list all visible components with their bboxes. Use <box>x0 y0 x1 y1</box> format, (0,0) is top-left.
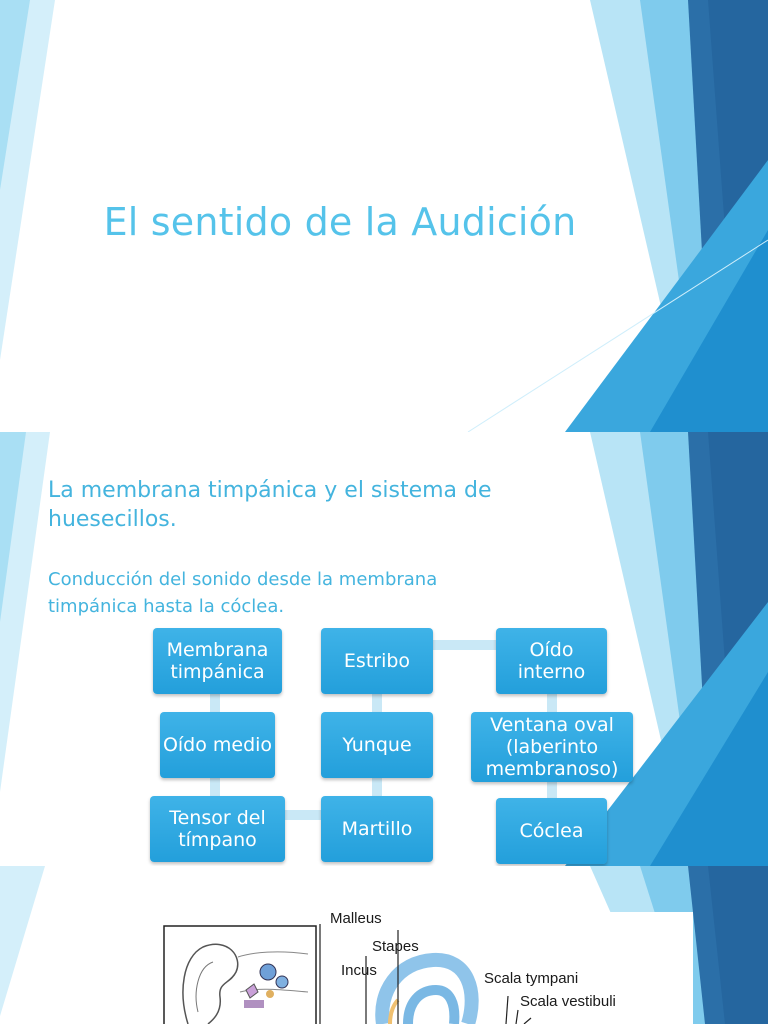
slide-subheading: Conducción del sonido desde la membrana … <box>48 569 438 617</box>
anatomy-slide: Malleus Stapes Incus Scala tympani Scala… <box>0 866 768 1024</box>
ossicles-slide: La membrana timpánica y el sistema de hu… <box>0 432 768 866</box>
box-oido-medio: Oído medio <box>160 712 275 778</box>
box-membrana-timpanica: Membrana timpánica <box>153 628 282 694</box>
label-incus: Incus <box>341 962 377 979</box>
ear-anatomy-figure: Malleus Stapes Incus Scala tympani Scala… <box>158 910 693 1024</box>
box-martillo: Martillo <box>321 796 433 862</box>
slide-heading: La membrana timpánica y el sistema de hu… <box>48 478 492 532</box>
label-stapes: Stapes <box>372 938 419 955</box>
connector <box>372 778 382 796</box>
connector <box>372 694 382 714</box>
label-scala-tympani: Scala tympani <box>484 970 579 987</box>
connector <box>283 810 323 820</box>
label-scala-vestibuli: Scala vestibuli <box>520 993 616 1010</box>
connector <box>210 694 220 712</box>
box-coclea: Cóclea <box>496 798 607 864</box>
label-malleus: Malleus <box>330 910 382 927</box>
box-ventana-oval: Ventana oval (laberinto membranoso) <box>471 712 633 782</box>
ear-illustration <box>163 924 532 1024</box>
box-oido-interno: Oído interno <box>496 628 607 694</box>
box-yunque: Yunque <box>321 712 433 778</box>
slide-decoration <box>0 0 768 432</box>
box-estribo: Estribo <box>321 628 433 694</box>
slide-title: El sentido de la Audición <box>103 200 577 244</box>
connector <box>547 694 557 712</box>
slide-decoration <box>0 432 768 866</box>
box-tensor-del-timpano: Tensor del tímpano <box>150 796 285 862</box>
connector <box>210 778 220 796</box>
title-slide: El sentido de la Audición <box>0 0 768 432</box>
connector <box>547 782 557 798</box>
connector <box>432 640 498 650</box>
